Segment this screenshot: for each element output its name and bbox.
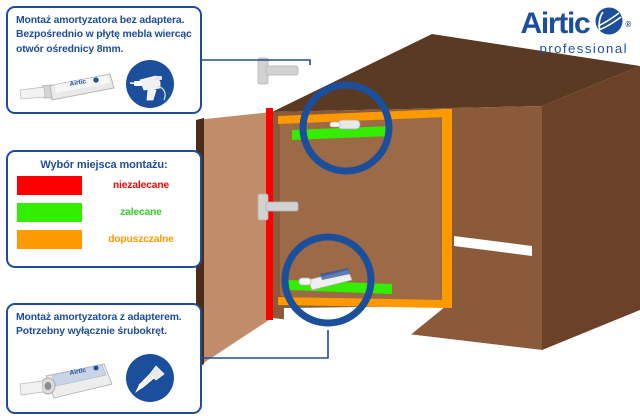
drill-icon [126,60,174,108]
cabinet-illustration [196,34,640,412]
brand-logo: Airtic ® professional [521,6,631,56]
svg-text:Airtic: Airtic [69,367,87,377]
legend-swatch-dopuszczalne [17,230,82,249]
logo-name: Airtic [520,7,591,40]
text-line: Montaż amortyzatora bez adaptera. [16,15,185,26]
legend-label-dopuszczalne: dopuszczalne [108,234,174,245]
legend-item-zalecane: zalecane [8,200,200,225]
mounted-damper-bottom [298,268,353,291]
screwdriver-icon [126,354,174,402]
swoosh-circle-mark-icon [594,6,624,42]
logo-tagline: professional [539,41,628,56]
damper-without-adapter-image: Airtic [19,73,115,101]
leader-top [202,59,311,65]
callout-ring-top [299,81,393,175]
registered-mark: ® [625,19,631,29]
logo-wordmark: Airtic ® [521,6,631,42]
illustration-row: Airtic [8,58,200,108]
cabinet-right-side [542,66,640,350]
svg-text:Airtic: Airtic [69,78,87,88]
info-text-without-adapter: Montaż amortyzatora bez adaptera. Bezpoś… [8,8,200,57]
legend-box: Wybór miejsca montażu: niezalecane zalec… [6,150,202,268]
legend-item-dopuszczalne: dopuszczalne [8,227,200,252]
cabinet-handle [454,236,532,256]
text-line: Potrzebny wyłącznie śrubokręt. [16,326,167,338]
legend-label-zalecane: zalecane [120,207,162,218]
info-text-with-adapter: Montaż amortyzatora z adapterem. Potrzeb… [8,305,200,340]
hinge-fitting [257,57,299,221]
info-box-with-adapter: Montaż amortyzatora z adapterem. Potrzeb… [6,303,202,414]
mounted-damper-top [329,119,361,130]
legend-label-niezalecane: niezalecane [112,180,170,191]
leader-bottom [202,330,329,359]
text-line: Bezpośrednio w płytę mebla wiercąc [16,29,192,41]
illustration-row: Airtic [8,348,200,410]
damper-with-adapter-image: Airtic [19,363,113,399]
door-panel [196,112,272,368]
text-line: otwór ośrednicy 8mm. [16,43,124,55]
legend-item-niezalecane: niezalecane [8,173,200,198]
info-box-without-adapter: Montaż amortyzatora bez adaptera. Bezpoś… [6,6,202,114]
zone-niezalecane [266,108,273,320]
legend-swatch-zalecane [17,203,82,222]
callout-ring-bottom [281,233,375,327]
floor-cut-inner [284,306,446,412]
text-line: Montaż amortyzatora z adapterem. [16,312,182,323]
legend-title: Wybór miejsca montażu: [40,159,168,171]
legend-swatch-niezalecane [17,176,82,195]
